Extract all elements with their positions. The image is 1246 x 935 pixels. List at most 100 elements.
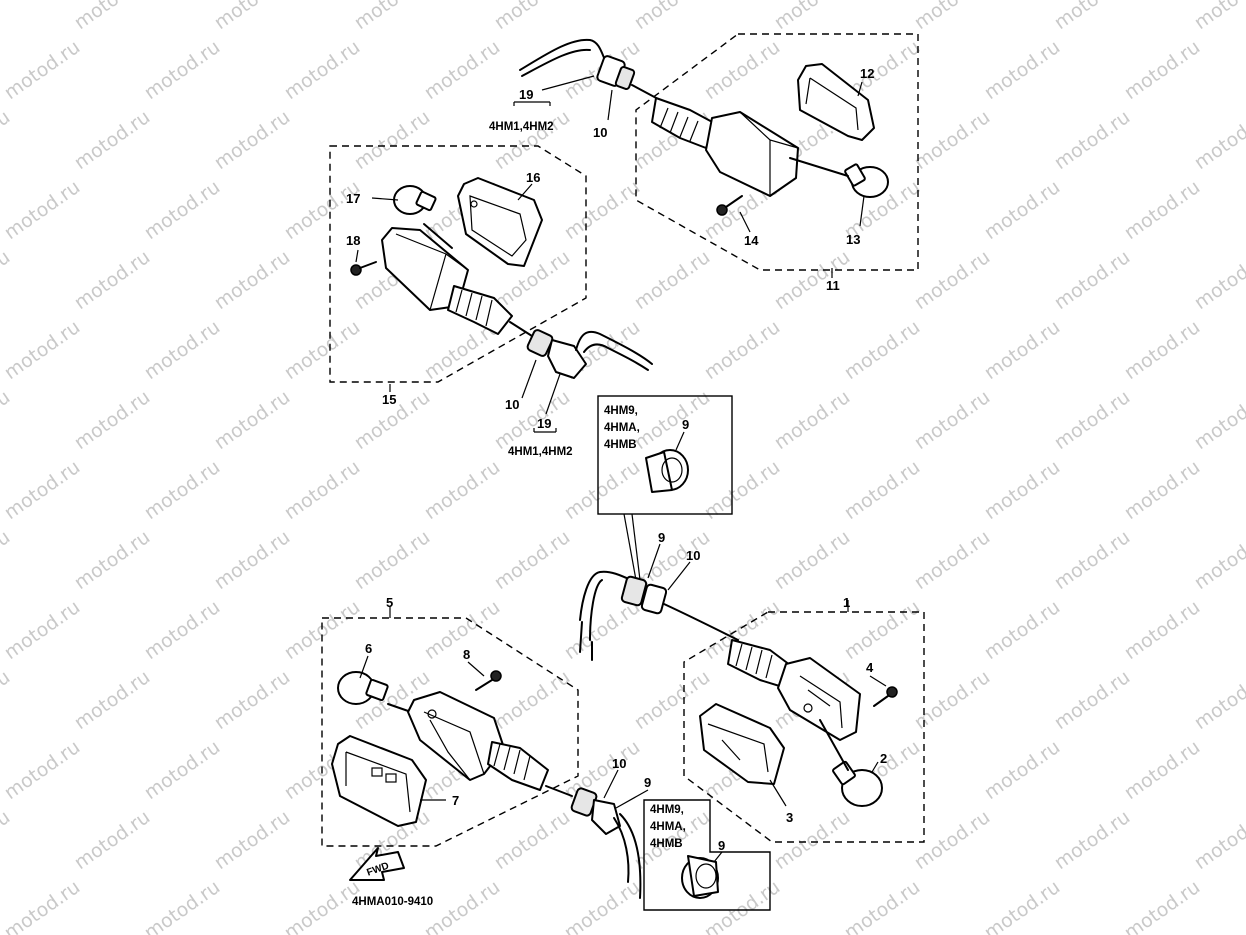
watermark-text: motod.ru xyxy=(280,456,364,524)
watermark-text: motod.ru xyxy=(0,876,84,935)
center-model-box xyxy=(597,395,733,581)
watermark-text: motod.ru xyxy=(910,806,994,874)
watermark-text: motod.ru xyxy=(1120,316,1204,384)
lens-3 xyxy=(699,703,785,785)
watermark-text: motod.ru xyxy=(0,806,14,874)
model-notes: 4HM1,4HM2 4HM1,4HM2 4HM9, 4HMA, 4HMB 4HM… xyxy=(352,121,686,908)
callout-19-middle-group xyxy=(533,373,561,433)
watermark-text: motod.ru xyxy=(350,526,434,594)
watermark-text: motod.ru xyxy=(140,456,224,524)
watermark-text: motod.ru xyxy=(0,106,14,174)
watermark-text: motod.ru xyxy=(980,596,1064,664)
watermark-text: motod.ru xyxy=(1190,106,1246,174)
watermark-text: motod.ru xyxy=(1050,666,1134,734)
callout-10-top: 10 xyxy=(593,125,607,140)
drawing-code: 4HMA010-9410 xyxy=(352,896,433,908)
watermark-text: motod.ru xyxy=(70,666,154,734)
bulb-13 xyxy=(844,163,889,198)
watermark-text: motod.ru xyxy=(210,0,294,34)
watermark-text: motod.ru xyxy=(1190,246,1246,314)
watermark-text: motod.ru xyxy=(1120,736,1204,804)
watermark-text: motod.ru xyxy=(1190,386,1246,454)
callout-8: 8 xyxy=(463,647,470,662)
watermark-text: motod.ru xyxy=(490,0,574,34)
watermark-text: motod.ru xyxy=(1120,176,1204,244)
watermark-text: motod.ru xyxy=(910,526,994,594)
callout-16: 16 xyxy=(526,170,540,185)
bottom-box-line-1: 4HM9, xyxy=(650,804,684,816)
callout-2: 2 xyxy=(880,751,887,766)
grommet-9-detail xyxy=(645,449,689,493)
watermark-text: motod.ru xyxy=(1050,386,1134,454)
grommet-9-center xyxy=(620,575,648,607)
watermark-text: motod.ru xyxy=(0,316,84,384)
watermark-text: motod.ru xyxy=(770,806,854,874)
watermark-text: motod.ru xyxy=(560,736,644,804)
watermark-text: motod.ru xyxy=(0,36,84,104)
watermark-text: motod.ru xyxy=(140,316,224,384)
lamp-housing xyxy=(777,657,861,741)
watermark-text: motod.ru xyxy=(840,876,924,935)
watermark-text: motod.ru xyxy=(1120,596,1204,664)
watermark-text: motod.ru xyxy=(420,36,504,104)
watermark-text: motod.ru xyxy=(210,666,294,734)
callout-19-top: 19 xyxy=(519,87,533,102)
watermark-text: motod.ru xyxy=(910,246,994,314)
screw-8 xyxy=(475,670,502,691)
watermark-text: motod.ru xyxy=(560,596,644,664)
assembly-11-boundary xyxy=(635,33,919,271)
bulb-17 xyxy=(393,185,437,215)
callout-11: 11 xyxy=(826,278,840,293)
watermark-text: motod.ru xyxy=(0,526,14,594)
center-model-box-frame xyxy=(597,395,733,515)
watermark-text: motod.ru xyxy=(1120,456,1204,524)
watermark-text: motod.ru xyxy=(700,36,784,104)
callout-6: 6 xyxy=(365,641,372,656)
watermark-text: motod.ru xyxy=(140,36,224,104)
assembly-15-boundary xyxy=(329,145,587,383)
model-note-top: 4HM1,4HM2 xyxy=(489,121,554,133)
callout-10-center: 10 xyxy=(686,548,700,563)
watermark-text: motod.ru xyxy=(0,0,14,34)
lower-wire-harness xyxy=(570,769,649,899)
watermark-text: motod.ru xyxy=(140,596,224,664)
watermark-text: motod.ru xyxy=(0,736,84,804)
callout-9-center-box: 9 xyxy=(682,417,689,432)
watermark-text: motod.ru xyxy=(0,666,14,734)
watermark-text: motod.ru xyxy=(1190,0,1246,34)
watermark-text: motod.ru xyxy=(770,386,854,454)
lens-7 xyxy=(331,735,427,827)
callout-12: 12 xyxy=(860,66,874,81)
callout-3: 3 xyxy=(786,810,793,825)
watermark-text: motod.ru xyxy=(630,246,714,314)
watermark-text: motod.ru xyxy=(420,456,504,524)
assembly-11-rear-right-flasher xyxy=(519,33,919,278)
watermark-text: motod.ru xyxy=(1050,246,1134,314)
assembly-5-boundary xyxy=(321,617,579,847)
watermark-text: motod.ru xyxy=(280,316,364,384)
callout-10-lower: 10 xyxy=(612,756,626,771)
watermark-text: motod.ru xyxy=(980,176,1064,244)
lens-16 xyxy=(457,177,543,267)
watermark-text: motod.ru xyxy=(210,246,294,314)
callout-18: 18 xyxy=(346,233,360,248)
watermark-text: motod.ru xyxy=(350,106,434,174)
watermark-text: motod.ru xyxy=(70,806,154,874)
watermark-text: motod.ru xyxy=(1050,0,1134,34)
bulb-2 xyxy=(832,760,883,807)
center-box-line-2: 4HMA, xyxy=(604,422,640,434)
watermark-text: motod.ru xyxy=(70,526,154,594)
watermark-text: motod.ru xyxy=(70,386,154,454)
bottom-model-box xyxy=(643,799,771,911)
watermark-text: motod.ru xyxy=(280,596,364,664)
assembly-1-boundary xyxy=(683,611,925,843)
watermark-text: motod.ru xyxy=(490,666,574,734)
watermark-text: motod.ru xyxy=(210,386,294,454)
watermark-text: motod.ru xyxy=(210,526,294,594)
bulb-6 xyxy=(337,671,389,705)
watermark-text: motod.ru xyxy=(840,456,924,524)
grommet-9-detail-lower xyxy=(681,855,719,899)
bottom-model-box-frame xyxy=(643,799,771,911)
watermark-text: motod.ru xyxy=(210,106,294,174)
